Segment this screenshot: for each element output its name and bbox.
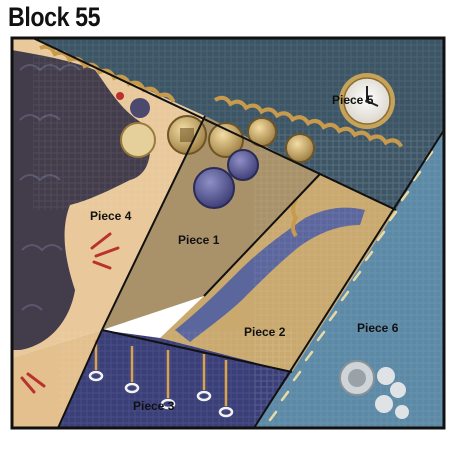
bead-line (268, 150, 434, 422)
piece-label-5: Piece 5 (332, 93, 374, 107)
piece-2-lace (175, 207, 365, 342)
navy-button-large (193, 167, 235, 209)
dark-button-small (130, 98, 150, 118)
gold-button-2 (208, 122, 244, 158)
clock-charm (339, 73, 395, 129)
silver-charm (339, 360, 409, 419)
piece-label-6: Piece 6 (357, 321, 399, 335)
navy-button (227, 149, 259, 181)
red-bead (116, 92, 124, 100)
gold-trim-2 (213, 95, 404, 148)
piece-label-2: Piece 2 (244, 325, 286, 339)
gold-button-4 (285, 133, 315, 163)
seam-lines (32, 37, 445, 429)
piece-label-1: Piece 1 (178, 233, 220, 247)
gold-trim-diag (291, 198, 299, 238)
block-border (10, 36, 446, 430)
cream-button (120, 122, 156, 158)
white-loop-beads (88, 370, 234, 418)
piece-label-4: Piece 4 (90, 209, 132, 223)
block-title: Block 55 (8, 2, 101, 32)
piece-label-3: Piece 3 (133, 399, 175, 413)
red-bead-cluster (20, 232, 120, 394)
